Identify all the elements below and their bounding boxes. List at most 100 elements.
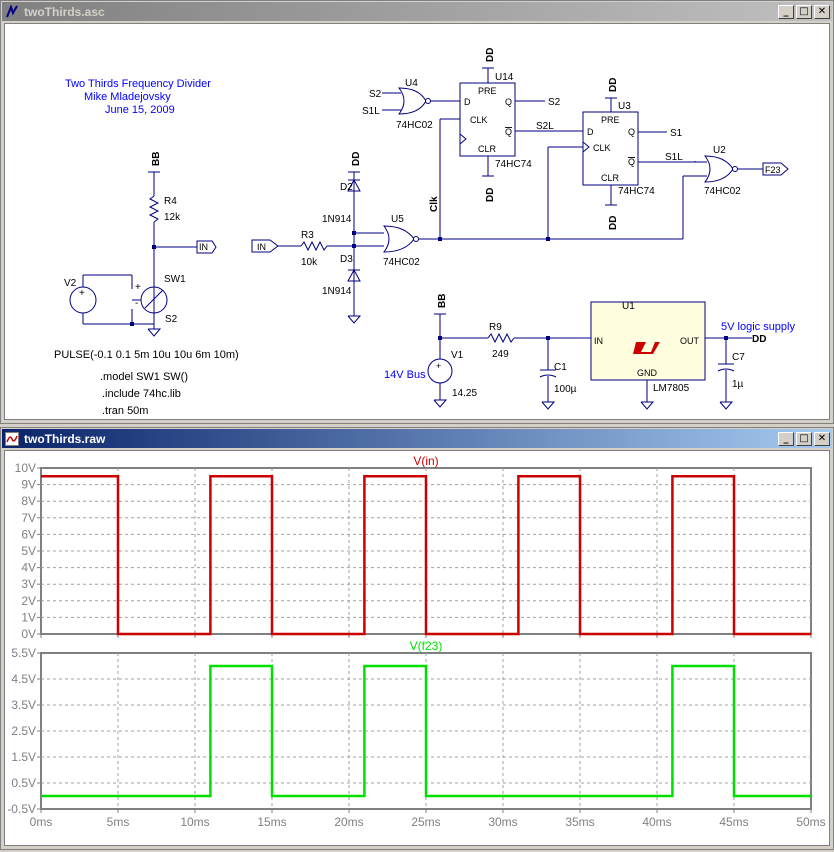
schematic-window: twoThirds.asc _ □ ✕ xyxy=(0,0,834,424)
x-tick-label: 25ms xyxy=(411,815,440,829)
label-u14-part: 74HC74 xyxy=(495,159,532,170)
label-net-s2l: S2L xyxy=(536,121,554,132)
y-tick-label: 5V xyxy=(21,544,36,558)
directive-model[interactable]: .model SW1 SW() xyxy=(100,371,188,383)
waveform-title: twoThirds.raw xyxy=(24,431,106,446)
schematic-canvas[interactable]: Two Thirds Frequency Divider Mike Mladej… xyxy=(4,23,830,420)
label-c1: C1 xyxy=(554,362,567,373)
y-tick-label: 4.5V xyxy=(11,672,36,686)
y-tick-label: 7V xyxy=(21,511,36,525)
label-u1: U1 xyxy=(622,301,635,312)
x-tick-label: 15ms xyxy=(257,815,286,829)
label-u14-q: Q xyxy=(505,97,512,107)
label-u14-clr: CLR xyxy=(478,144,497,154)
label-u5-part: 74HC02 xyxy=(383,257,420,268)
label-net-s1l: S1L xyxy=(665,152,683,163)
label-d3: D3 xyxy=(340,254,353,265)
label-net-s1: S1 xyxy=(670,128,683,139)
label-in-flag-right: IN xyxy=(199,242,208,252)
waveform-maximize-button[interactable]: □ xyxy=(796,431,812,446)
label-dd-u14-top: DD xyxy=(485,48,496,62)
y-tick-label: 9V xyxy=(21,478,36,492)
label-v2-plus: + xyxy=(79,288,85,299)
label-u1-in: IN xyxy=(594,336,603,346)
label-dd-d2: DD xyxy=(351,152,362,166)
trace-title-1[interactable]: V(f23) xyxy=(410,639,443,653)
label-u3-pre: PRE xyxy=(601,115,620,125)
y-tick-label: 0V xyxy=(21,627,36,641)
schematic-titlebar[interactable]: twoThirds.asc _ □ ✕ xyxy=(2,2,832,21)
label-s2-switch: S2 xyxy=(165,314,178,325)
schematic-title: twoThirds.asc xyxy=(24,4,105,19)
label-c1-value: 100µ xyxy=(554,384,577,395)
label-r4-value: 12k xyxy=(164,212,181,223)
label-u3-d: D xyxy=(587,127,594,137)
label-d3-part: 1N914 xyxy=(322,286,352,297)
x-tick-label: 40ms xyxy=(642,815,671,829)
label-u14: U14 xyxy=(495,72,514,83)
label-u3-part: 74HC74 xyxy=(618,186,655,197)
schematic-close-button[interactable]: ✕ xyxy=(814,4,830,19)
label-d2: D2 xyxy=(340,182,353,193)
label-sw1-plus: + xyxy=(135,282,141,293)
x-tick-label: 50ms xyxy=(796,815,825,829)
directive-include[interactable]: .include 74hc.lib xyxy=(102,388,181,400)
comment-title: Two Thirds Frequency Divider xyxy=(65,78,211,90)
y-tick-label: 1V xyxy=(21,610,36,624)
waveform-titlebar[interactable]: twoThirds.raw _ □ ✕ xyxy=(2,429,832,448)
label-u5: U5 xyxy=(391,214,404,225)
label-u14-d: D xyxy=(464,97,471,107)
label-bb-v1: BB xyxy=(437,294,448,308)
y-tick-label: 0.5V xyxy=(11,776,36,790)
trace-title-0[interactable]: V(in) xyxy=(413,454,438,468)
y-tick-label: 1.5V xyxy=(11,750,36,764)
label-sw1: SW1 xyxy=(164,274,186,285)
label-u3-clr: CLR xyxy=(601,173,620,183)
directive-tran[interactable]: .tran 50m xyxy=(102,405,148,417)
x-tick-label: 35ms xyxy=(565,815,594,829)
label-dd-u14-bottom: DD xyxy=(485,188,496,202)
y-tick-label: -0.5V xyxy=(7,802,36,816)
label-u14-clk: CLK xyxy=(470,115,488,125)
label-v1-plus: + xyxy=(436,361,441,371)
label-u3-clk: CLK xyxy=(593,143,611,153)
y-tick-label: 6V xyxy=(21,527,36,541)
comment-author: Mike Mladejovsky xyxy=(84,91,171,103)
label-f23-flag: F23 xyxy=(765,165,781,175)
y-tick-label: 2V xyxy=(21,594,36,608)
trace-1[interactable] xyxy=(41,664,811,798)
label-u3-qbar: Q xyxy=(628,157,635,167)
directive-pulse[interactable]: PULSE(-0.1 0.1 5m 10u 10u 6m 10m) xyxy=(54,349,239,361)
label-u4-in-s1l: S1L xyxy=(362,106,380,117)
pane-1[interactable]: -0.5V 0.5V 1.5V 2.5V 3.5V 4.5V 5.5V V(f23) xyxy=(7,639,812,816)
comment-date: June 15, 2009 xyxy=(105,104,175,116)
label-v2: V2 xyxy=(64,278,77,289)
y-tick-label: 8V xyxy=(21,494,36,508)
y-tick-label: 3.5V xyxy=(11,698,36,712)
label-sw1-minus: - xyxy=(135,298,138,309)
label-dd-out: DD xyxy=(752,334,766,345)
y-tick-label: 5.5V xyxy=(11,646,36,660)
label-r9-value: 249 xyxy=(492,349,509,360)
schematic-minimize-button[interactable]: _ xyxy=(778,4,794,19)
waveform-close-button[interactable]: ✕ xyxy=(814,431,830,446)
label-u4-part: 74HC02 xyxy=(396,120,433,131)
waveform-minimize-button[interactable]: _ xyxy=(778,431,794,446)
label-dd-u3-top: DD xyxy=(608,78,619,92)
schematic-maximize-button[interactable]: □ xyxy=(796,4,812,19)
y-tick-label: 10V xyxy=(15,461,36,475)
trace-0[interactable] xyxy=(41,475,811,636)
label-r4: R4 xyxy=(164,196,177,207)
label-u3: U3 xyxy=(618,101,631,112)
label-dd-u3-bottom: DD xyxy=(608,216,619,230)
waveform-doc-icon xyxy=(5,431,19,446)
label-bus: 14V Bus xyxy=(384,369,426,381)
label-u4-in-s2: S2 xyxy=(369,89,382,100)
y-tick-label: 4V xyxy=(21,561,36,575)
label-u1-part: LM7805 xyxy=(653,383,690,394)
label-u2: U2 xyxy=(713,145,726,156)
y-tick-label: 2.5V xyxy=(11,724,36,738)
